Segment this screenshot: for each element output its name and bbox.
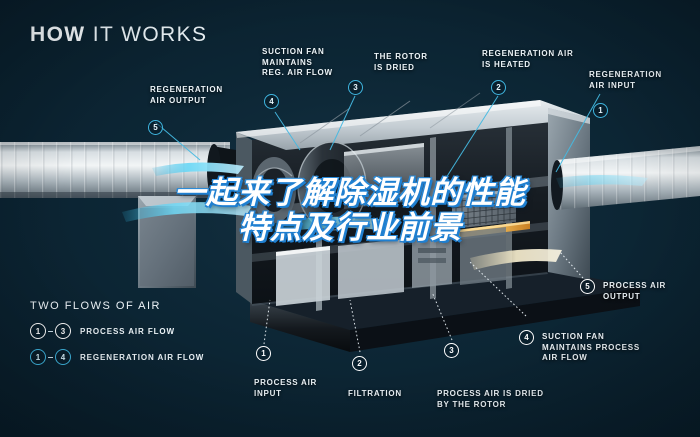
label-line: IS DRIED: [374, 62, 415, 72]
bullet-number: 1: [261, 348, 266, 358]
title-light: IT WORKS: [92, 23, 208, 46]
blower-housing: [252, 157, 296, 223]
label-filtration: FILTRATION: [348, 389, 402, 400]
label-line: IS HEATED: [482, 59, 531, 69]
overlay-headline-line1: 一起来了解除湿机的性能: [174, 175, 526, 211]
bullet-number: 5: [585, 281, 590, 291]
airflow-arrows-cyan: [122, 162, 648, 234]
bullet-number: 1: [598, 105, 603, 115]
label-regeneration-air-output: REGENERATION AIR OUTPUT: [150, 85, 223, 106]
label-line: INPUT: [254, 388, 282, 398]
left-drop-duct: [138, 196, 196, 288]
overlay-headline: 一起来了解除湿机的性能 特点及行业前景: [0, 175, 700, 247]
overlay-headline-line2: 特点及行业前景: [238, 210, 462, 247]
label-line: MAINTAINS PROCESS: [542, 342, 640, 352]
bullet-number: 2: [357, 358, 362, 368]
bullet-process-air-output[interactable]: 5: [580, 279, 595, 294]
label-line: SUCTION FAN: [262, 47, 325, 56]
bullet-regeneration-air-output[interactable]: 5: [148, 120, 163, 135]
label-line: PROCESS AIR: [254, 378, 318, 387]
filter-mesh-panel: [451, 189, 517, 229]
bullet-suction-fan-process[interactable]: 4: [519, 330, 534, 345]
label-line: REGENERATION AIR: [482, 49, 574, 58]
legend-label: REGENERATION AIR FLOW: [80, 352, 205, 362]
bullet-number: 5: [153, 122, 158, 132]
legend-circle-from: 1: [30, 323, 46, 339]
legend-circle-from: 1: [30, 349, 46, 365]
label-line: SUCTION FAN: [542, 332, 605, 341]
label-line: FILTRATION: [348, 389, 402, 398]
title-bold: HOW: [30, 23, 86, 46]
bullet-process-air-dried[interactable]: 3: [444, 343, 459, 358]
bullet-filtration[interactable]: 2: [352, 356, 367, 371]
label-line: OUTPUT: [603, 291, 641, 301]
label-line: REGENERATION: [150, 85, 223, 94]
label-line: THE ROTOR: [374, 52, 428, 61]
page-title: HOW IT WORKS: [30, 23, 207, 47]
label-regeneration-air-input: REGENERATION AIR INPUT: [589, 70, 662, 91]
bullet-number: 4: [269, 96, 274, 106]
bullet-number: 3: [449, 345, 454, 355]
legend-row-process-air-flow[interactable]: 1 – 3 PROCESS AIR FLOW: [30, 323, 204, 339]
legend-heading: TWO FLOWS OF AIR: [30, 300, 161, 312]
label-line: BY THE ROTOR: [437, 399, 507, 409]
bullet-number: 4: [524, 332, 529, 342]
label-line: AIR INPUT: [589, 80, 636, 90]
label-suction-fan-regeneration: SUCTION FAN MAINTAINS REG. AIR FLOW: [262, 47, 333, 79]
bullet-regeneration-air-input[interactable]: 1: [593, 103, 608, 118]
legend-row-regeneration-air-flow[interactable]: 1 – 4 REGENERATION AIR FLOW: [30, 349, 204, 365]
label-line: PROCESS AIR: [603, 281, 667, 290]
leader-lines-white: [263, 251, 584, 353]
bullet-regeneration-air-heated[interactable]: 2: [491, 80, 506, 95]
bullet-suction-fan-regeneration[interactable]: 4: [264, 94, 279, 109]
label-line: REGENERATION: [589, 70, 662, 79]
label-rotor-is-dried: THE ROTOR IS DRIED: [374, 52, 428, 73]
label-line: MAINTAINS: [262, 57, 313, 67]
label-regeneration-air-heated: REGENERATION AIR IS HEATED: [482, 49, 574, 70]
airflow-arrow-tan: [470, 249, 562, 270]
legend-dash: –: [47, 351, 54, 363]
bullet-rotor-is-dried[interactable]: 3: [348, 80, 363, 95]
bullet-number: 2: [496, 82, 501, 92]
bullet-number: 3: [353, 82, 358, 92]
legend-circle-to: 4: [55, 349, 71, 365]
legend-dash: –: [47, 325, 54, 337]
label-process-air-output: PROCESS AIR OUTPUT: [603, 281, 666, 302]
label-line: AIR OUTPUT: [150, 95, 207, 105]
legend-circle-to: 3: [55, 323, 71, 339]
legend-label: PROCESS AIR FLOW: [80, 326, 175, 336]
legend: TWO FLOWS OF AIR 1 – 3 PROCESS AIR FLOW …: [30, 300, 204, 375]
inspection-window: [344, 143, 424, 209]
label-line: AIR FLOW: [542, 353, 588, 363]
label-suction-fan-process: SUCTION FAN MAINTAINS PROCESS AIR FLOW: [542, 332, 640, 364]
label-process-air-dried: PROCESS AIR IS DRIED BY THE ROTOR: [437, 389, 544, 410]
label-process-air-input: PROCESS AIR INPUT: [254, 378, 317, 399]
bullet-process-air-input[interactable]: 1: [256, 346, 271, 361]
label-line: PROCESS AIR IS DRIED: [437, 389, 544, 398]
label-line: REG. AIR FLOW: [262, 68, 333, 78]
